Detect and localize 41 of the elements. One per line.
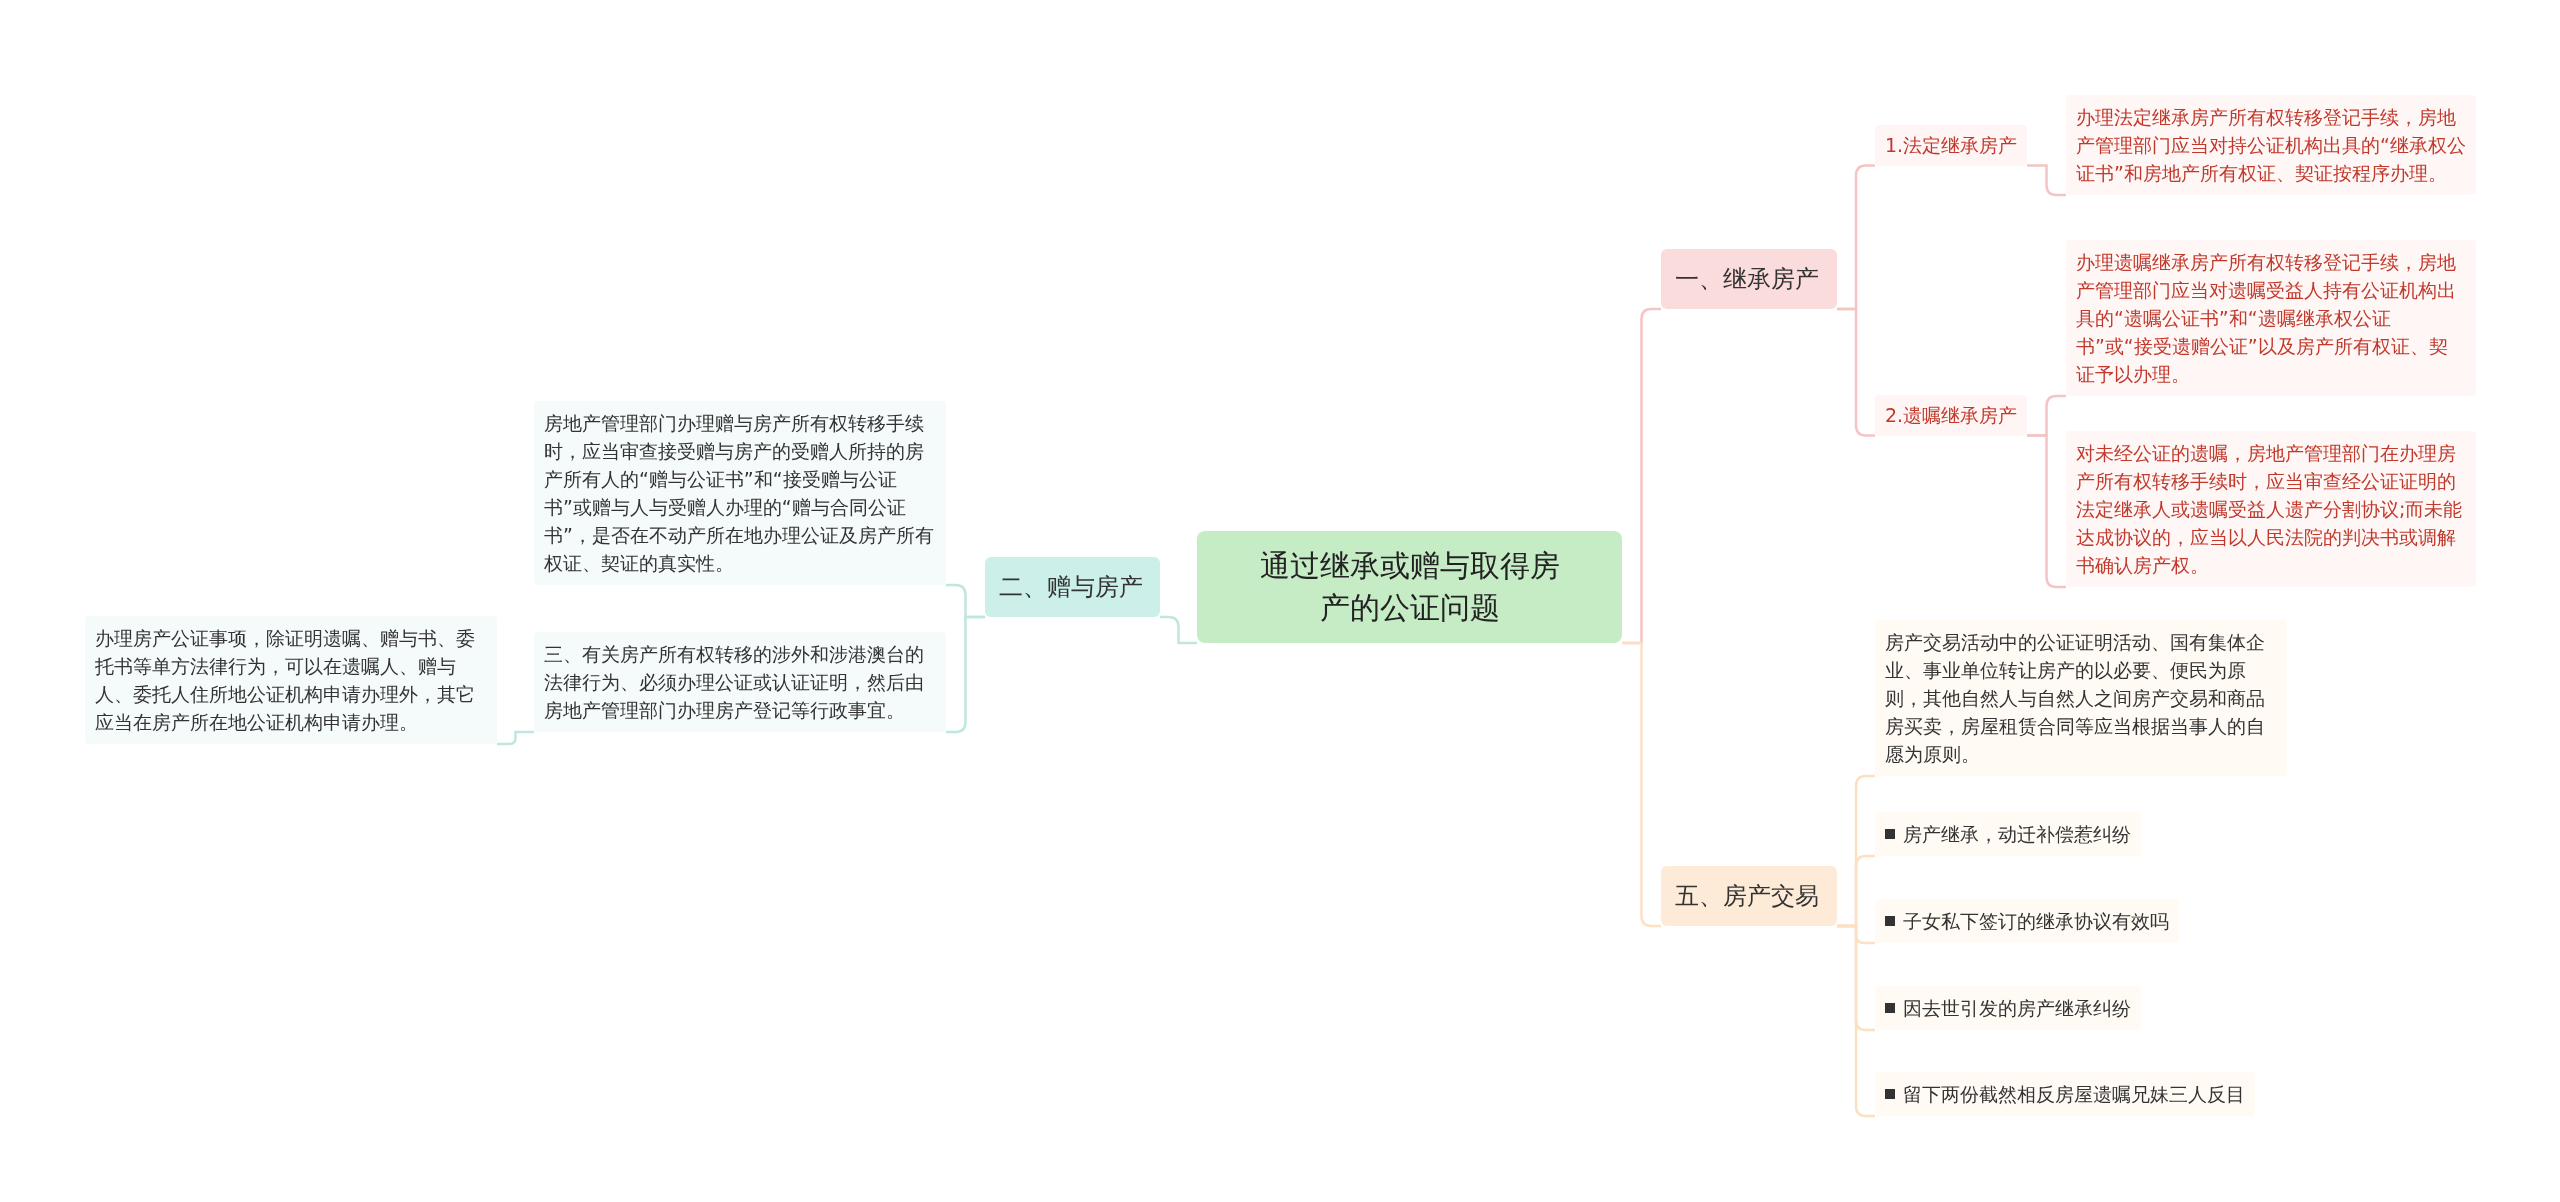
node-text: 留下两份截然相反房屋遗嘱兄妹三人反目	[1903, 1082, 2245, 1107]
node-text: 房产交易活动中的公证证明活动、国有集体企业、事业单位转让房产的以必要、便民为原则，其他自然人与自然人之间房产交易和商品房买卖，房屋租赁合同等应当根据当事人的自愿为原则。	[1885, 630, 2266, 767]
list-item	[1875, 1072, 2255, 1116]
node-text: 二、赠与房产	[999, 572, 1144, 603]
branch-line	[946, 615, 985, 734]
note-text	[85, 616, 497, 744]
note-text	[534, 632, 946, 732]
branch-line	[2027, 164, 2066, 197]
list-item	[1875, 812, 2141, 856]
node-text: 办理房产公证事项，除证明遗嘱、赠与书、委托书等单方法律行为，可以在遗嘱人、赠与人、委托人住所地公证机构申请办理外，其它应当在房产所在地公证机构申请办理。	[95, 626, 476, 735]
node-text: 通过继承或赠与取得房产的公证问题	[1258, 547, 1561, 627]
node-text: 一、继承房产	[1675, 264, 1820, 295]
note-text	[2066, 240, 2476, 396]
node-text: 三、有关房产所有权转移的涉外和涉港澳台的法律行为、必须办理公证或认证证明，然后由房地产管理部门办理房产登记等行政事宜。	[544, 642, 925, 723]
node-text: 房产继承，动迁补偿惹纠纷	[1903, 822, 2131, 847]
note-text	[1875, 620, 2287, 776]
node-text: 因去世引发的房产继承纠纷	[1903, 996, 2131, 1021]
note-text	[2066, 431, 2476, 587]
branch-line	[2027, 434, 2066, 589]
list-item	[1875, 899, 2179, 943]
branch-line	[1160, 615, 1197, 645]
note-text	[2066, 95, 2476, 195]
node-text: 房地产管理部门办理赠与房产所有权转移手续时，应当审查接受赠与房产的受赠人所持的房产所有人的“赠与公证书”和“接受赠与公证书”或赠与人与受赠人办理的“赠与合同公证书”，是否在不动产所在地办理公证及房产所有权证、契证的真实性。	[544, 411, 935, 576]
branch-line	[1622, 641, 1661, 928]
branch-line	[1837, 924, 1875, 1118]
subtopic	[1875, 394, 2028, 436]
node-text: 1.法定继承房产	[1885, 132, 2018, 158]
node-text: 办理遗嘱继承房产所有权转移登记手续，房地产管理部门应当对遗嘱受益人持有公证机构出具的“遗嘱公证书”和“遗嘱继承权公证书”或“接受遗赠公证”以及房产所有权证、契证予以办理。	[2076, 250, 2457, 387]
subtopic	[1875, 124, 2028, 166]
node-text: 五、房产交易	[1675, 881, 1820, 912]
branch-topic	[1661, 866, 1837, 926]
branch-line	[497, 730, 534, 746]
branch-topic	[1661, 249, 1837, 309]
central-topic	[1197, 531, 1622, 643]
branch-topic	[985, 557, 1160, 617]
node-text: 办理法定继承房产所有权转移登记手续，房地产管理部门应当对持公证机构出具的“继承权公证书”和房地产所有权证、契证按程序办理。	[2076, 105, 2466, 186]
node-text: 对未经公证的遗嘱，房地产管理部门在办理房产所有权转移手续时，应当审查经公证证明的法定继承人或遗嘱受益人遗产分割协议;而未能达成协议的，应当以人民法院的判决书或调解书确认房产权。	[2076, 441, 2464, 578]
node-text: 2.遗嘱继承房产	[1885, 402, 2018, 428]
list-item	[1875, 986, 2141, 1030]
node-text: 子女私下签订的继承协议有效吗	[1903, 909, 2169, 934]
branch-line	[1837, 307, 1875, 437]
